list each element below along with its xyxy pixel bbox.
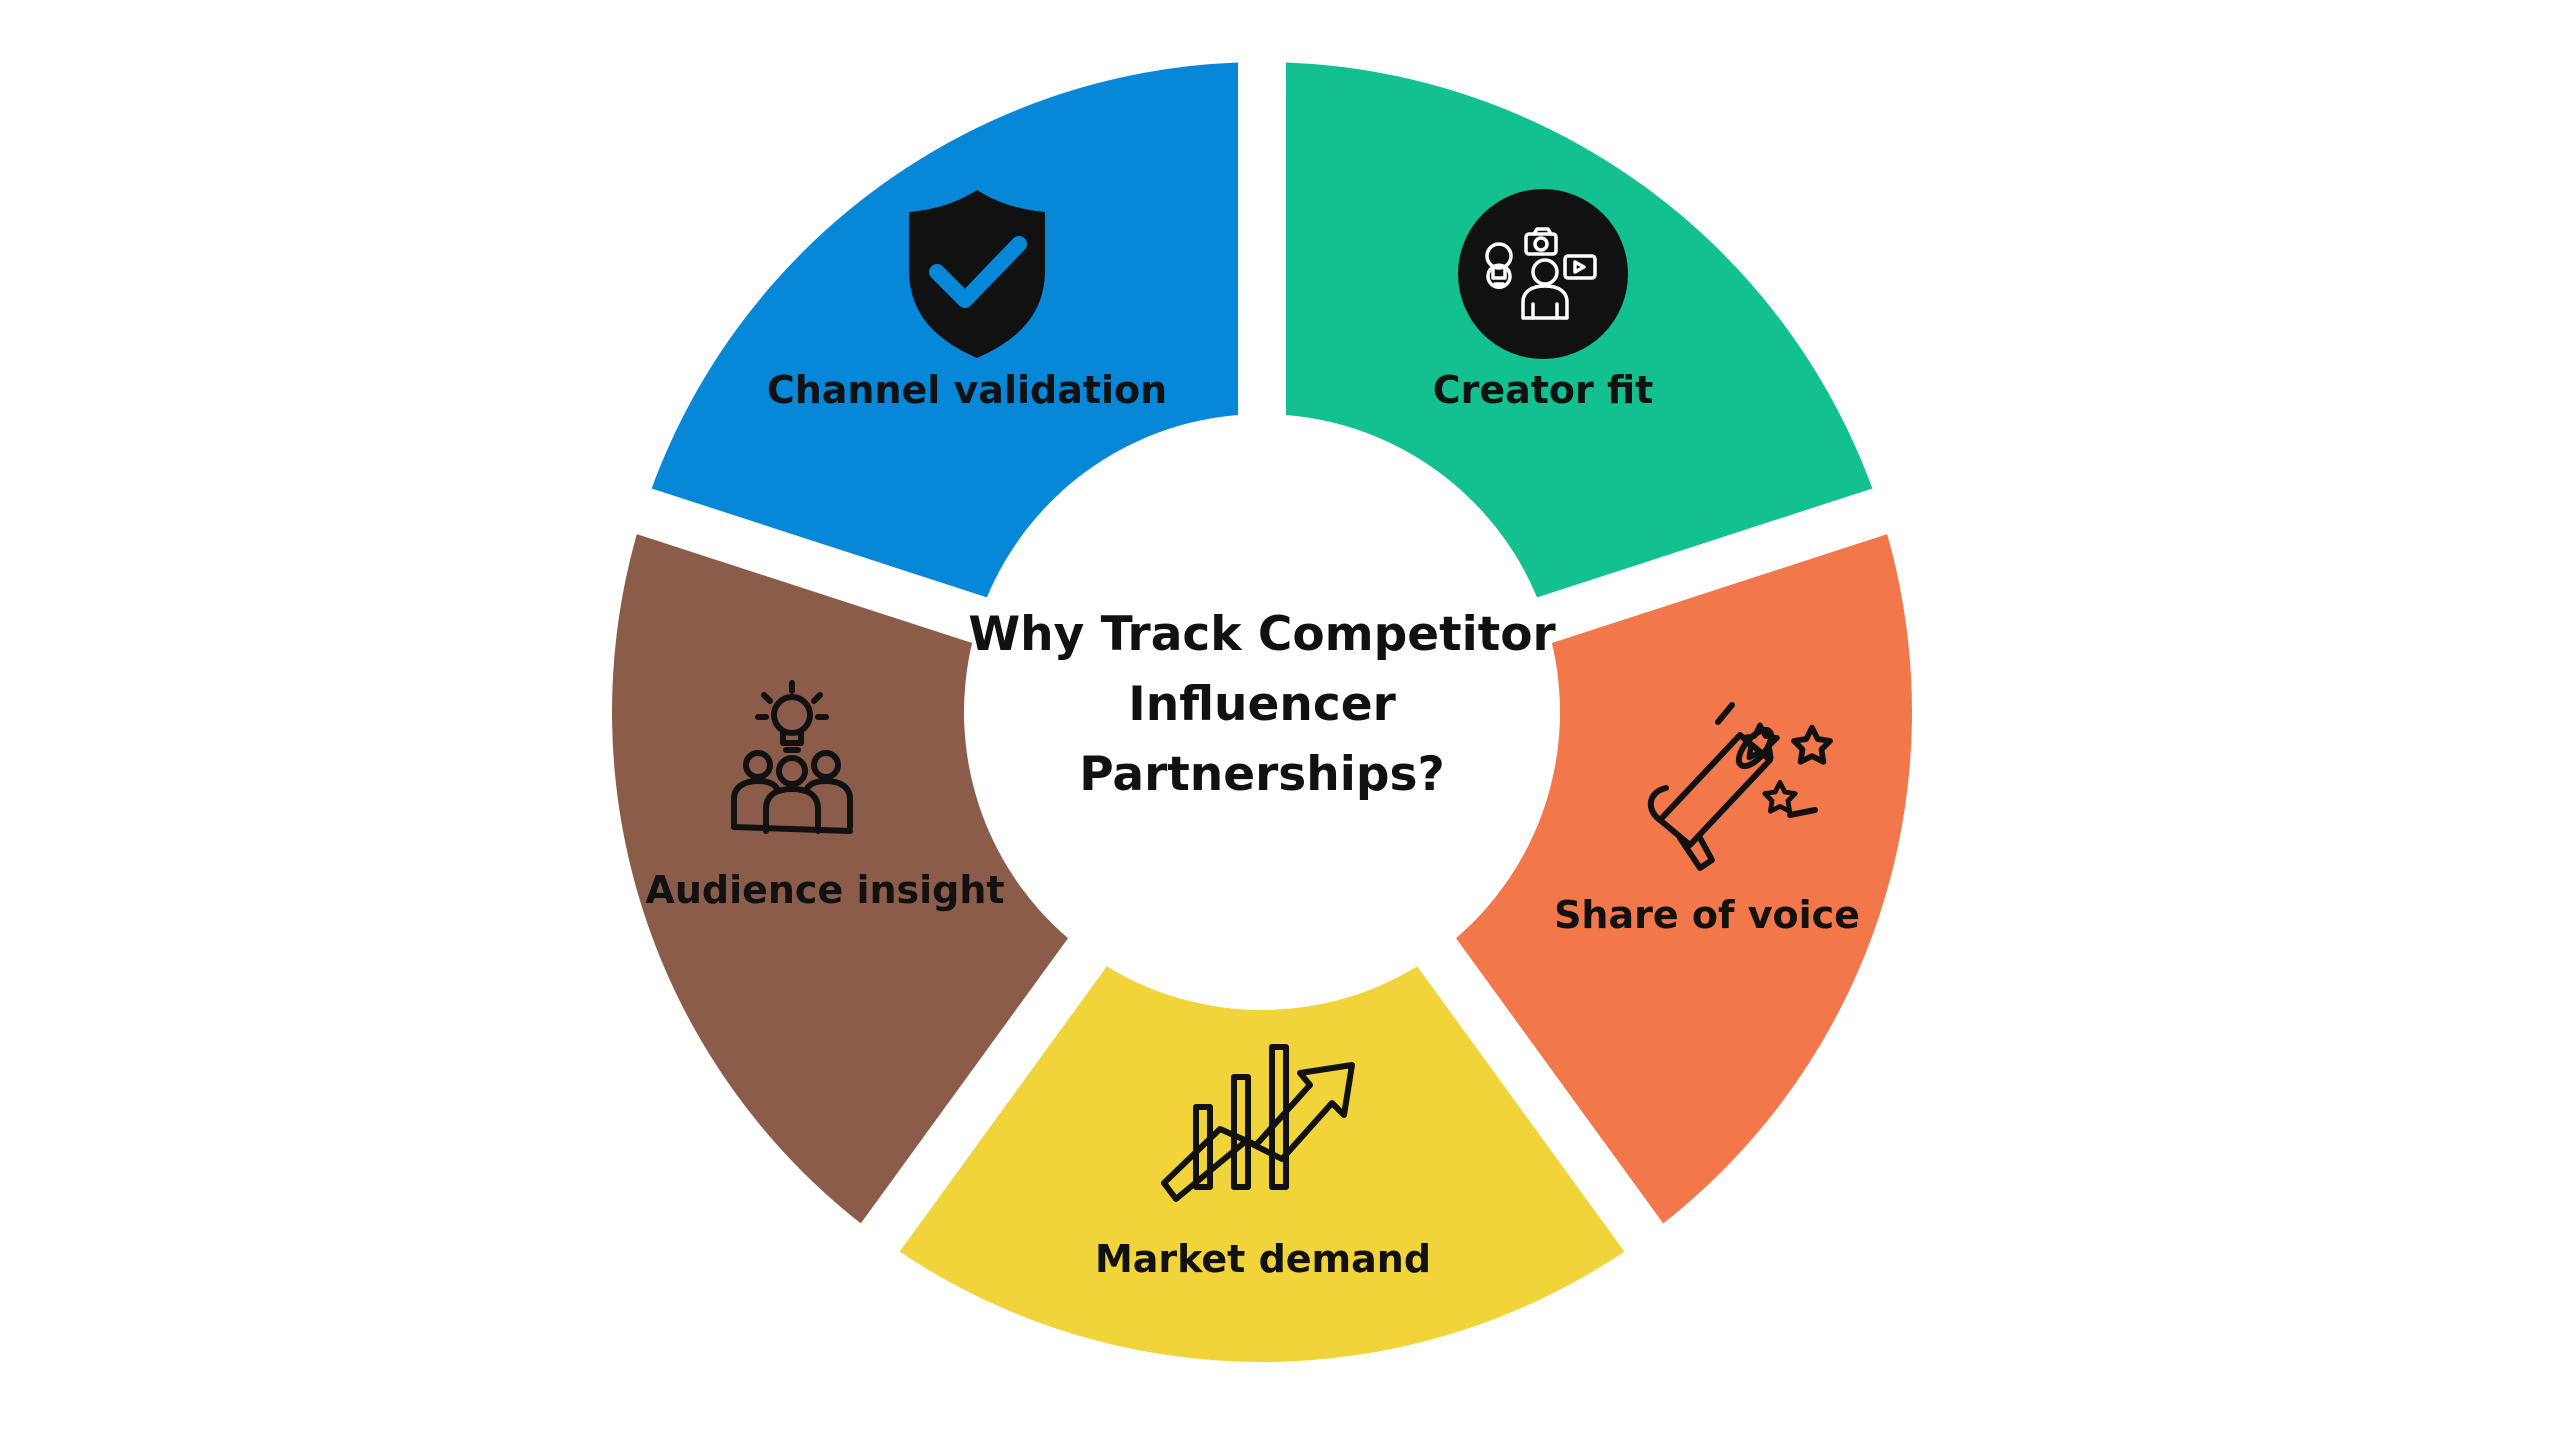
center-title-line-1: Why Track Competitor <box>968 607 1556 662</box>
label-audience-insight: Audience insight <box>645 868 1004 912</box>
label-channel-validation: Channel validation <box>767 368 1167 412</box>
audience-idea-icon <box>731 680 853 834</box>
segment-share-of-voice <box>1455 534 1913 1224</box>
center-title-line-2: Influencer <box>1128 677 1396 732</box>
label-market-demand: Market demand <box>1095 1237 1431 1281</box>
shield-check-icon <box>909 190 1045 358</box>
label-creator-fit: Creator fit <box>1433 368 1654 412</box>
growth-chart-icon <box>1161 1044 1355 1202</box>
segment-market-demand <box>899 966 1625 1362</box>
megaphone-stars-icon <box>1648 702 1833 871</box>
creator-content-icon <box>1458 189 1628 359</box>
segment-audience-insight <box>611 534 1069 1224</box>
wheel-segments <box>611 62 1913 1362</box>
center-title: Why Track Competitor Influencer Partners… <box>968 607 1556 802</box>
label-share-of-voice: Share of voice <box>1554 893 1860 937</box>
center-title-line-3: Partnerships? <box>1079 747 1445 802</box>
